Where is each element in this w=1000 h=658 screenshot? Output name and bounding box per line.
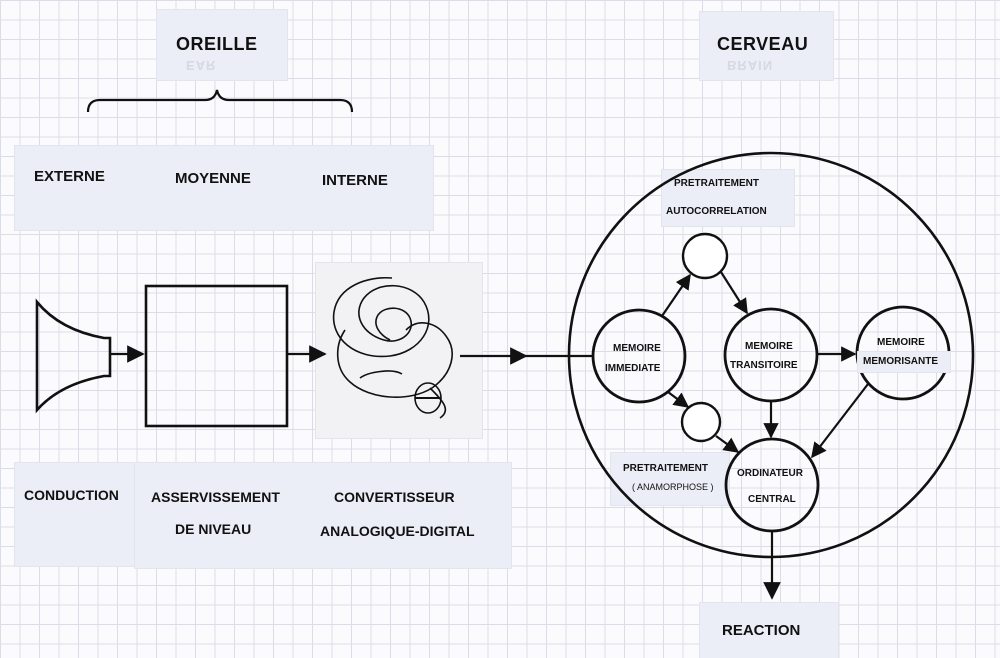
pretraitement-top-box: [662, 170, 794, 226]
ordinateur-central-node: [724, 437, 820, 533]
node-immediate-line1: MEMOIRE: [613, 343, 661, 354]
memoire-immediate-node: [591, 308, 687, 404]
cerveau-title: CERVEAU: [717, 34, 809, 54]
node-immediate-line2: IMMEDIATE: [605, 363, 661, 374]
oreille-title-box: [157, 10, 287, 80]
ear-functions-box-right: [135, 463, 511, 568]
node-memorisante-line2: MEMORISANTE: [863, 356, 938, 367]
node-transitoire-line2: TRANSITOIRE: [730, 360, 798, 371]
memoire-transitoire-node: [723, 307, 819, 403]
arrow-auto-to-trans: [720, 271, 748, 315]
anamorphose-node: [680, 401, 722, 443]
function-conv-line1: CONVERTISSEUR: [334, 489, 455, 505]
function-level-line2: DE NIVEAU: [175, 521, 252, 537]
pretraitement-bottom-line2: ( ANAMORPHOSE ): [632, 482, 714, 492]
function-level-line1: ASSERVISSEMENT: [151, 489, 280, 505]
pretraitement-bottom-box: [611, 453, 729, 505]
function-conv-line2: ANALOGIQUE-DIGITAL: [320, 523, 475, 539]
arrow-mem-to-central: [811, 383, 869, 459]
pretraitement-top-line1: PRETRAITEMENT: [674, 178, 759, 189]
middle-ear-box: [144, 284, 289, 428]
ear-brace: [86, 89, 354, 113]
oreille-title-ghost: EAR: [186, 58, 217, 73]
cerveau-title-ghost: BRAIN: [727, 58, 774, 73]
oreille-title: OREILLE: [176, 34, 258, 54]
reaction-label: REACTION: [722, 622, 801, 639]
node-memorisante-line1: MEMOIRE: [877, 337, 925, 348]
cochlea-icon: [332, 276, 453, 419]
reaction-box: [700, 603, 838, 658]
section-interne: INTERNE: [322, 172, 388, 189]
memorisante-label-box: [858, 352, 950, 372]
section-moyenne: MOYENNE: [175, 170, 251, 187]
outer-ear-horn: [35, 298, 112, 414]
pretraitement-top-line2: AUTOCORRELATION: [666, 206, 767, 217]
arrow-imm-to-auto: [661, 273, 691, 317]
autocorrelation-node: [681, 232, 729, 280]
arrow-anam-to-central: [715, 435, 740, 453]
ear-functions-box-left: [15, 463, 135, 566]
node-central-line2: CENTRAL: [748, 494, 796, 505]
pretraitement-bottom-line1: PRETRAITEMENT: [623, 463, 708, 474]
arrow-imm-to-anam: [667, 391, 690, 408]
node-transitoire-line1: MEMOIRE: [745, 341, 793, 352]
cerveau-title-box: [700, 12, 833, 80]
function-conduction: CONDUCTION: [24, 487, 119, 503]
ear-sections-box: [15, 146, 433, 230]
node-central-line1: ORDINATEUR: [737, 468, 803, 479]
section-externe: EXTERNE: [34, 168, 105, 185]
